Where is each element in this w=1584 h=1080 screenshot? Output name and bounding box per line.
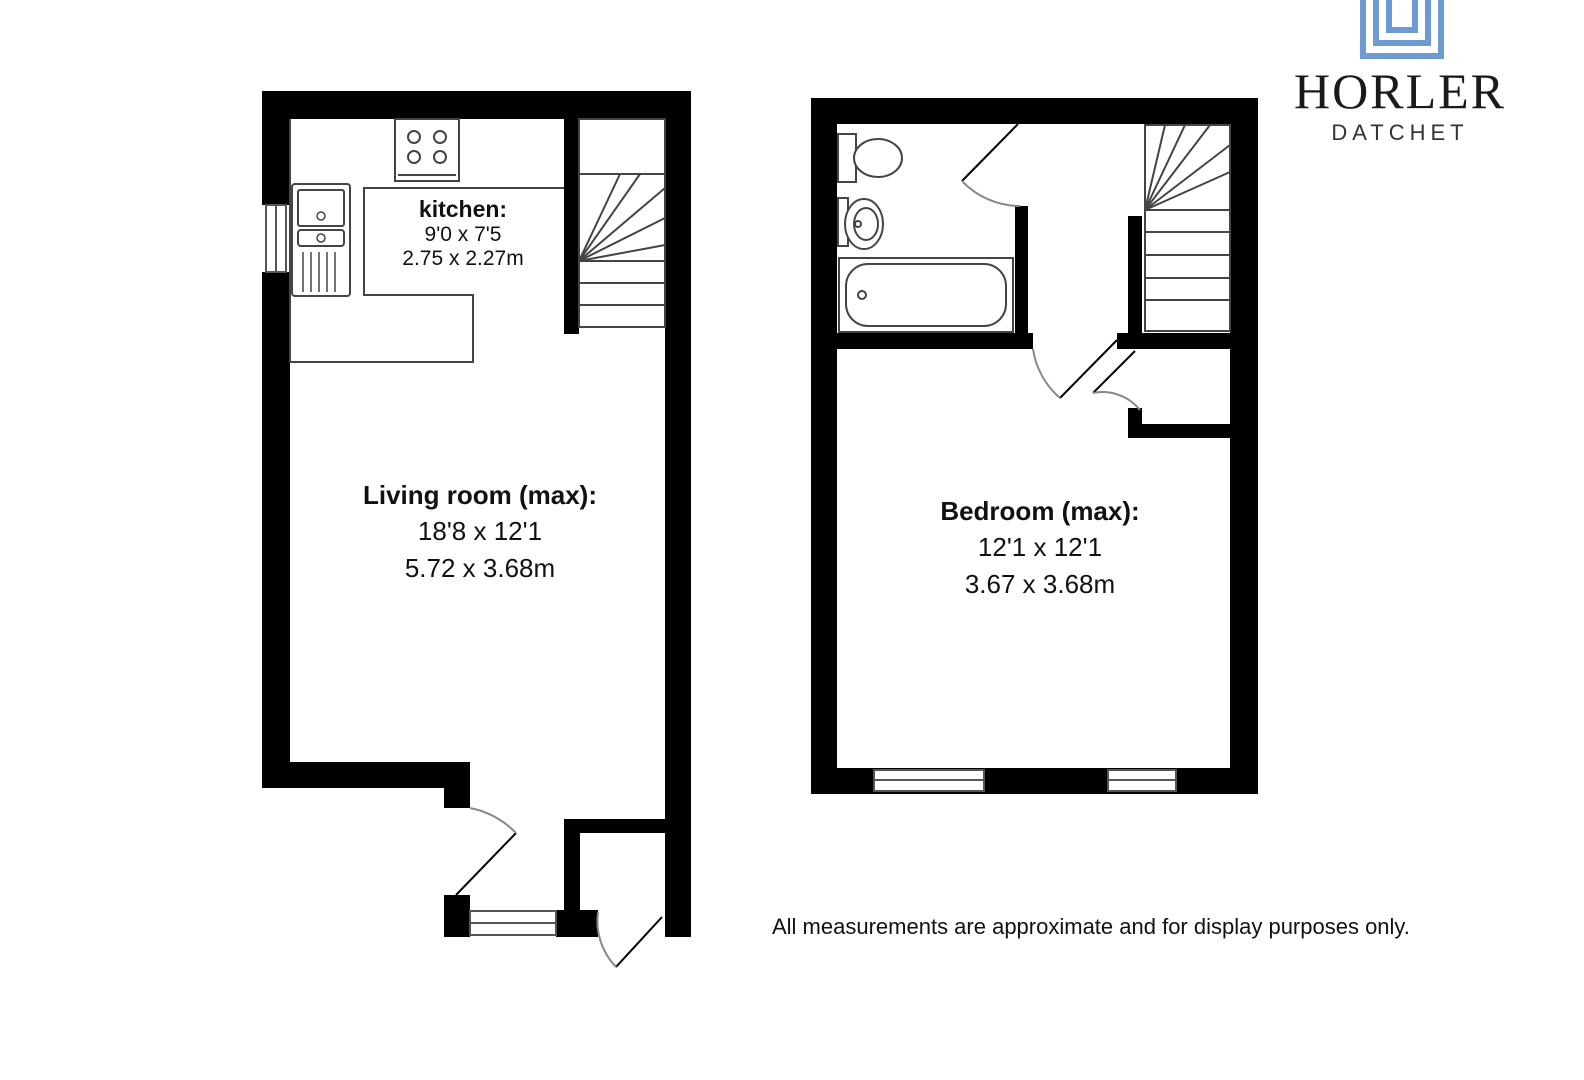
living-room-label: Living room (max): 18'8 x 12'1 5.72 x 3.… — [330, 480, 630, 585]
porch-wall-left — [564, 819, 580, 937]
disclaimer-text: All measurements are approximate and for… — [772, 914, 1410, 939]
first-stairs-icon — [1144, 124, 1231, 332]
porch-wall-top — [564, 819, 665, 833]
toilet-icon — [837, 133, 903, 183]
bath-icon — [838, 257, 1014, 333]
kitchen-name: kitchen: — [418, 196, 508, 222]
ground-wall-left-lower — [262, 272, 290, 788]
bedroom-door-icon — [1032, 339, 1118, 399]
cupboard-wall-bottom — [1128, 424, 1230, 438]
sink-icon — [291, 183, 351, 297]
bathroom-door-icon — [961, 123, 1021, 207]
bathroom-wall-right — [1015, 206, 1028, 349]
brand-location: DATCHET — [1331, 120, 1469, 145]
first-wall-right — [1230, 98, 1258, 794]
living-room-metric: 5.72 x 3.68m — [404, 553, 556, 583]
first-floor — [811, 98, 1258, 794]
ground-floor — [262, 91, 691, 968]
cupboard-door-icon — [1092, 350, 1141, 411]
bedroom-name: Bedroom (max): — [940, 496, 1140, 526]
ground-wall-entry-left — [444, 895, 470, 937]
ground-stairs-icon — [578, 118, 666, 328]
bathroom-wall-bottom — [837, 333, 1033, 349]
basin-icon — [837, 197, 884, 250]
brand-mark-icon — [1360, 0, 1444, 59]
living-room-imperial: 18'8 x 12'1 — [417, 516, 543, 546]
kitchen-label: kitchen: 9'0 x 7'5 2.75 x 2.27m — [363, 196, 563, 271]
ground-wall-top — [262, 91, 691, 119]
stair-partition — [564, 119, 579, 334]
living-room-name: Living room (max): — [362, 480, 597, 510]
first-wall-top — [811, 98, 1258, 124]
bedroom-metric: 3.67 x 3.68m — [964, 569, 1116, 599]
kitchen-imperial: 9'0 x 7'5 — [424, 223, 502, 246]
stair-wall-left — [1128, 216, 1142, 349]
kitchen-worktop — [289, 119, 564, 363]
stair-wall-bottom — [1117, 333, 1230, 349]
ground-wall-bottom-left — [262, 762, 470, 788]
kitchen-metric: 2.75 x 2.27m — [402, 247, 524, 270]
porch-door-icon — [596, 911, 663, 968]
ground-wall-step — [444, 762, 470, 808]
bedroom-label: Bedroom (max): 12'1 x 12'1 3.67 x 3.68m — [890, 496, 1190, 601]
first-wall-left — [811, 98, 837, 794]
bedroom-imperial: 12'1 x 12'1 — [977, 532, 1103, 562]
ground-wall-left-upper — [262, 91, 290, 205]
front-door-icon — [455, 807, 517, 896]
ground-wall-right — [665, 91, 691, 937]
brand-logo: HORLER DATCHET — [1280, 0, 1520, 150]
brand-name: HORLER — [1294, 63, 1506, 119]
hob-icon — [394, 118, 460, 182]
